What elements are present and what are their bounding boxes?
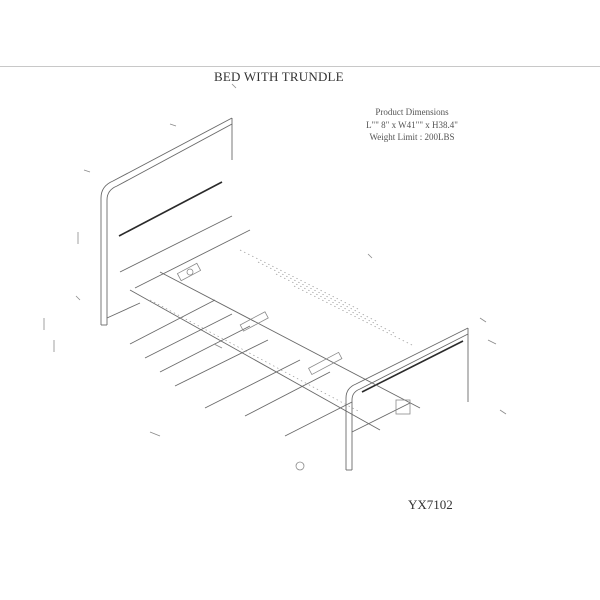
trundle-brackets <box>176 262 411 471</box>
footboard <box>345 327 469 471</box>
dimensions-size: L"" 8" x W41"" x H38.4" <box>366 119 458 130</box>
product-dimensions: Product Dimensions L"" 8" x W41"" x H38.… <box>348 106 476 144</box>
headboard <box>100 117 233 326</box>
bed-slats <box>119 215 415 437</box>
top-rule <box>0 66 600 67</box>
dimensions-heading: Product Dimensions <box>375 107 449 117</box>
model-number: YX7102 <box>408 497 453 512</box>
dimension-marks <box>43 83 507 437</box>
dimensions-weight: Weight Limit : 200LBS <box>369 132 455 142</box>
side-rails <box>129 271 421 431</box>
diagram-title: BED WITH TRUNDLE <box>214 69 344 84</box>
